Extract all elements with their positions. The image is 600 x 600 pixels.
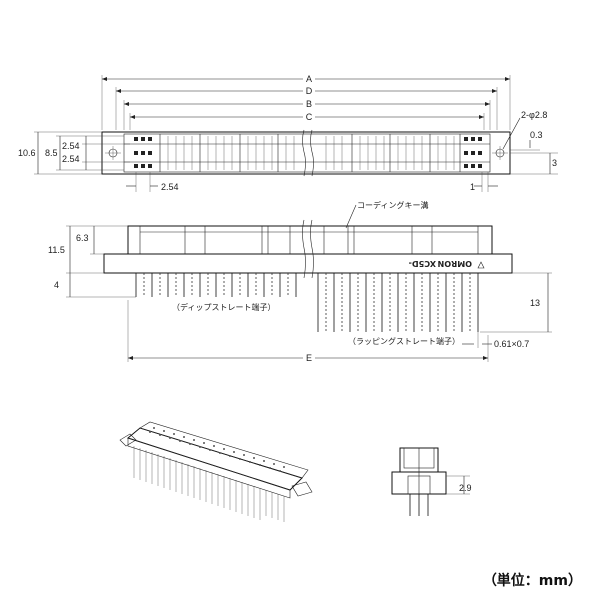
dim-0-3: 0.3: [530, 130, 543, 140]
wrap-terminals: [317, 273, 479, 332]
dim-2-54-c: 2.54: [161, 182, 179, 192]
dim-3: 3: [552, 158, 557, 168]
dim-c: C: [306, 112, 313, 122]
dim-2-9: 2.9: [459, 483, 472, 493]
dim-b: B: [306, 99, 312, 109]
brand-text: OMRON: [438, 259, 472, 268]
label-coding-groove: コーディングキー溝: [357, 200, 428, 210]
dim-4: 4: [54, 280, 59, 290]
dim-10-6: 10.6: [18, 148, 36, 158]
unit-label: （単位：mm）: [482, 573, 582, 589]
side-view: 2.9: [391, 447, 472, 516]
dim-pin-size: 0.61×0.7: [494, 339, 529, 349]
dim-8-5: 8.5: [45, 148, 58, 158]
dim-11-5: 11.5: [48, 245, 65, 255]
dim-d: D: [306, 86, 313, 96]
dim-e: E: [306, 353, 312, 363]
top-view: A D B C: [18, 73, 558, 192]
contact-block-left: [134, 137, 152, 168]
part-no-text: XC5D-: [409, 259, 436, 268]
contact-block-right: [464, 137, 482, 168]
dim-a: A: [306, 74, 312, 84]
dim-1: 1: [470, 182, 475, 192]
front-view: コーディングキー溝 OMRON XC5D-: [48, 200, 552, 363]
dim-2-54-a: 2.54: [62, 141, 80, 151]
dim-hole: 2-φ2.8: [521, 110, 547, 120]
isometric-view: [119, 421, 313, 522]
label-wrap-terminal: （ラッピングストレート端子）: [348, 336, 460, 346]
dim-2-54-b: 2.54: [62, 154, 80, 164]
triangle-mark-icon: [477, 261, 485, 269]
label-dip-terminal: （ディップストレート端子）: [172, 302, 275, 312]
dim-6-3: 6.3: [76, 233, 89, 243]
dim-13: 13: [530, 298, 540, 308]
dip-terminals: [135, 273, 297, 297]
